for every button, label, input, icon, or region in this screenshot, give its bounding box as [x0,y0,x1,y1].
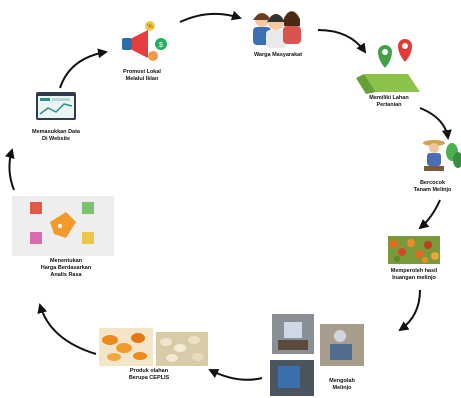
processing-photo [270,314,364,396]
arrow-lahan-to-tanam [419,107,452,140]
step-label-panen: Memperoleh hasil buangan melinjo [390,268,438,281]
arrow-tanam-to-panen [418,199,441,230]
land-map-icon [356,39,420,94]
farmer-icon [423,140,461,171]
step-label-tanam: Bercocok Tanam Melinjo [413,180,452,193]
arrow-olah-to-produk [208,369,263,381]
svg-text:$: $ [159,42,163,49]
arrow-website-to-promosi [59,48,108,89]
step-label-warga: Warga Masyarakat [253,52,303,58]
website-screen-icon [36,92,76,120]
svg-text:%: % [147,24,153,30]
arrow-panen-to-olah [398,289,421,332]
arrow-warga-to-lahan [317,29,367,54]
arrow-promosi-to-warga [179,10,242,23]
step-label-harga: Menentukan Harga Berdasarkan Analis Rasa [40,258,92,278]
step-label-promosi: Promosi Lokal Melalui Iklan [123,69,161,82]
people-icon [253,11,301,48]
step-label-website: Memasukkan Data Di Website [32,129,80,142]
step-label-produk: Produk olahan Berupa CEPLIS [128,368,170,381]
ceplis-product-photo [99,328,208,366]
step-label-olah: Mengolah Melinjo [329,378,355,391]
step-label-lahan: Memiliki Lahan Pertanian [369,95,409,108]
megaphone-icon: % $ [122,21,167,61]
arrow-harga-to-website [4,148,15,191]
arrow-produk-to-harga [37,303,97,355]
price-tag-icon [12,196,114,256]
melinjo-harvest-photo [388,236,440,264]
